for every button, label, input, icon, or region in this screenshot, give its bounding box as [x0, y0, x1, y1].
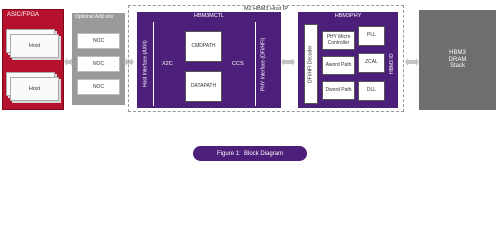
addons-title: Optional Add ons	[75, 14, 114, 20]
noc-box-3: NOC	[77, 79, 120, 95]
dll-box: DLL	[358, 81, 385, 101]
noc-box-1: NOC	[77, 33, 120, 49]
hbm3phy-block: HBM3PHY DFI/HFI Decoder PHY Micro Contro…	[298, 12, 398, 108]
asic-fpga-block: ASIC/FPGA Host Host	[2, 9, 64, 110]
figure-caption: Figure 1: Block Diagram	[193, 146, 307, 161]
host-label-top: Host	[28, 43, 41, 49]
x2c-label: X2C	[162, 61, 173, 67]
dram-label: HBM3 DRAM Stack	[448, 49, 467, 70]
host-ip-title: M2 HBM3 Host IP	[243, 6, 288, 12]
asic-fpga-title: ASIC/FPGA	[7, 12, 40, 18]
optional-addons-block: Optional Add ons NOC NOC NOC	[72, 13, 125, 105]
pll-box: PLL	[358, 26, 385, 46]
hbm3mctl-title: HBM3MCTL	[193, 13, 225, 19]
dfi-hfi-decoder-box: DFI/HFI Decoder	[304, 24, 318, 104]
datapath-box: DATAPATH	[185, 71, 222, 102]
hbm3-dram-stack: HBM3 DRAM Stack	[419, 10, 496, 110]
caption-text: Figure 1: Block Diagram	[216, 150, 284, 157]
hbm3-io-label: HBM3 IO	[387, 24, 397, 104]
arrow-phy-dram	[405, 58, 419, 66]
hbm3-io-text: HBM3 IO	[389, 53, 395, 75]
arrow-asic-addons	[64, 58, 74, 66]
mctl-divider-right	[255, 22, 256, 106]
noc-box-2: NOC	[77, 56, 120, 72]
host-box-top-front: Host	[10, 34, 59, 58]
ccs-label: CCS	[232, 61, 244, 67]
arrow-mctl-phy	[281, 58, 295, 66]
mctl-divider-left	[153, 22, 154, 106]
decoder-text: DFI/HFI Decoder	[307, 45, 314, 83]
phy-interface-label: PHY Interface (DFI/HFI)	[258, 23, 269, 105]
hbm3mctl-block: HBM3MCTL Host Interface (AXI4) X2C CMDPA…	[137, 12, 281, 108]
arrow-addons-hostip	[124, 58, 134, 66]
zcal-box: ZCAL	[358, 53, 385, 73]
aword-path-box: Aword Path	[322, 56, 355, 75]
host-box-bottom-front: Host	[10, 77, 59, 101]
cmdpath-box: CMDPATH	[185, 31, 222, 62]
host-interface-text: Host Interface (AXI4)	[142, 40, 149, 88]
phy-interface-text: PHY Interface (DFI/HFI)	[260, 37, 267, 91]
host-label-bottom: Host	[28, 86, 41, 92]
phy-micro-controller-box: PHY Micro Controller	[322, 31, 355, 50]
host-interface-label: Host Interface (AXI4)	[140, 23, 151, 105]
host-ip-frame: M2 HBM3 Host IP	[128, 5, 404, 112]
dword-path-box: Dword Path	[322, 81, 355, 100]
hbm3phy-title: HBM3PHY	[334, 13, 362, 19]
